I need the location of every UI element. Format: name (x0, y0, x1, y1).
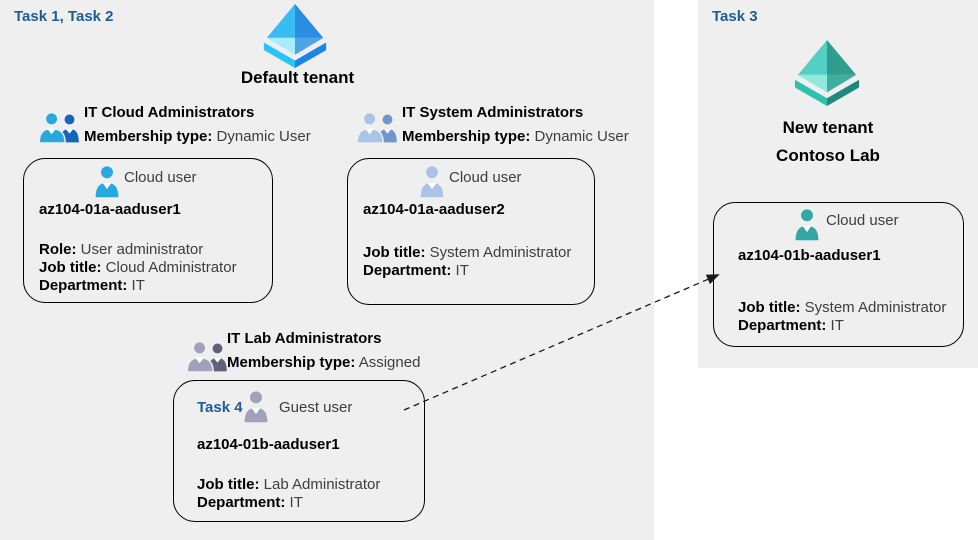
detail-value: System Administrator (804, 299, 947, 316)
group-icon-system-admins (356, 111, 397, 144)
detail-department: Department: IT (197, 494, 380, 512)
user-card-aaduser2: Cloud user az104-01a-aaduser2 Job title:… (347, 158, 595, 305)
user-card-new-tenant-aaduser1: Cloud user az104-01b-aaduser1 Job title:… (713, 202, 964, 347)
user-name: az104-01a-aaduser1 (39, 201, 181, 218)
user-card-aaduser1: Cloud user az104-01a-aaduser1 Role: User… (23, 158, 273, 303)
user-details: Job title: System Administrator Departme… (363, 244, 571, 280)
azure-ad-tenant-icon-new (794, 39, 860, 106)
default-tenant-panel: Task 1, Task 2 Default tenant IT Cloud A… (0, 0, 654, 540)
detail-job-title: Job title: System Administrator (363, 244, 571, 262)
new-tenant-name-line1: New tenant (782, 118, 874, 137)
group-membership-cloud-admins: Membership type: Dynamic User (84, 128, 311, 145)
detail-department: Department: IT (363, 262, 571, 280)
detail-label: Department: (39, 277, 128, 294)
membership-type-label: Membership type: (227, 354, 356, 371)
membership-type-value: Dynamic User (216, 128, 311, 145)
group-icon-lab-admins (186, 340, 227, 373)
cloud-user-icon (420, 166, 444, 198)
membership-type-value: Assigned (358, 354, 421, 371)
detail-value: IT (131, 277, 145, 294)
membership-type-value: Dynamic User (534, 128, 629, 145)
detail-value: User administrator (80, 241, 204, 258)
user-type-label: Guest user (279, 399, 353, 416)
user-details: Job title: Lab Administrator Department:… (197, 476, 380, 512)
group-name-lab-admins: IT Lab Administrators (227, 330, 382, 347)
detail-label: Job title: (39, 259, 102, 276)
group-membership-lab-admins: Membership type: Assigned (227, 354, 420, 371)
group-name-system-admins: IT System Administrators (402, 104, 584, 121)
detail-label: Department: (197, 494, 286, 511)
detail-value: IT (830, 317, 844, 334)
detail-value: Cloud Administrator (105, 259, 237, 276)
detail-label: Department: (363, 262, 452, 279)
detail-label: Department: (738, 317, 827, 334)
user-card-guest-aaduser1: Task 4 Guest user az104-01b-aaduser1 Job… (173, 380, 425, 522)
detail-label: Job title: (363, 244, 426, 261)
user-name: az104-01b-aaduser1 (738, 247, 881, 264)
cloud-user-icon (95, 166, 119, 198)
cloud-user-icon (795, 209, 819, 241)
task-3-label: Task 3 (712, 8, 758, 25)
detail-value: IT (455, 262, 469, 279)
task-4-label: Task 4 (197, 399, 243, 416)
detail-label: Role: (39, 241, 77, 258)
task-1-2-label: Task 1, Task 2 (14, 8, 114, 25)
user-type-label: Cloud user (826, 212, 899, 229)
detail-department: Department: IT (738, 317, 946, 335)
new-tenant-name-line2: Contoso Lab (776, 146, 880, 165)
azure-ad-tenant-icon-default (263, 3, 327, 68)
detail-job-title: Job title: Lab Administrator (197, 476, 380, 494)
guest-user-icon (244, 391, 268, 423)
default-tenant-name: Default tenant (240, 68, 355, 87)
detail-label: Job title: (197, 476, 260, 493)
detail-label: Job title: (738, 299, 801, 316)
detail-value: Lab Administrator (263, 476, 381, 493)
user-name: az104-01b-aaduser1 (197, 436, 340, 453)
user-details: Role: User administrator Job title: Clou… (39, 241, 237, 295)
membership-type-label: Membership type: (402, 128, 531, 145)
membership-type-label: Membership type: (84, 128, 213, 145)
detail-department: Department: IT (39, 277, 237, 295)
detail-value: IT (289, 494, 303, 511)
detail-job-title: Job title: System Administrator (738, 299, 946, 317)
group-name-cloud-admins: IT Cloud Administrators (84, 104, 255, 121)
group-membership-system-admins: Membership type: Dynamic User (402, 128, 629, 145)
user-type-label: Cloud user (124, 169, 197, 186)
detail-role: Role: User administrator (39, 241, 237, 259)
group-icon-cloud-admins (38, 111, 79, 144)
detail-value: System Administrator (429, 244, 572, 261)
user-details: Job title: System Administrator Departme… (738, 299, 946, 335)
user-name: az104-01a-aaduser2 (363, 201, 505, 218)
new-tenant-panel: Task 3 New tenant Contoso Lab Cloud user… (698, 0, 978, 368)
detail-job-title: Job title: Cloud Administrator (39, 259, 237, 277)
user-type-label: Cloud user (449, 169, 522, 186)
